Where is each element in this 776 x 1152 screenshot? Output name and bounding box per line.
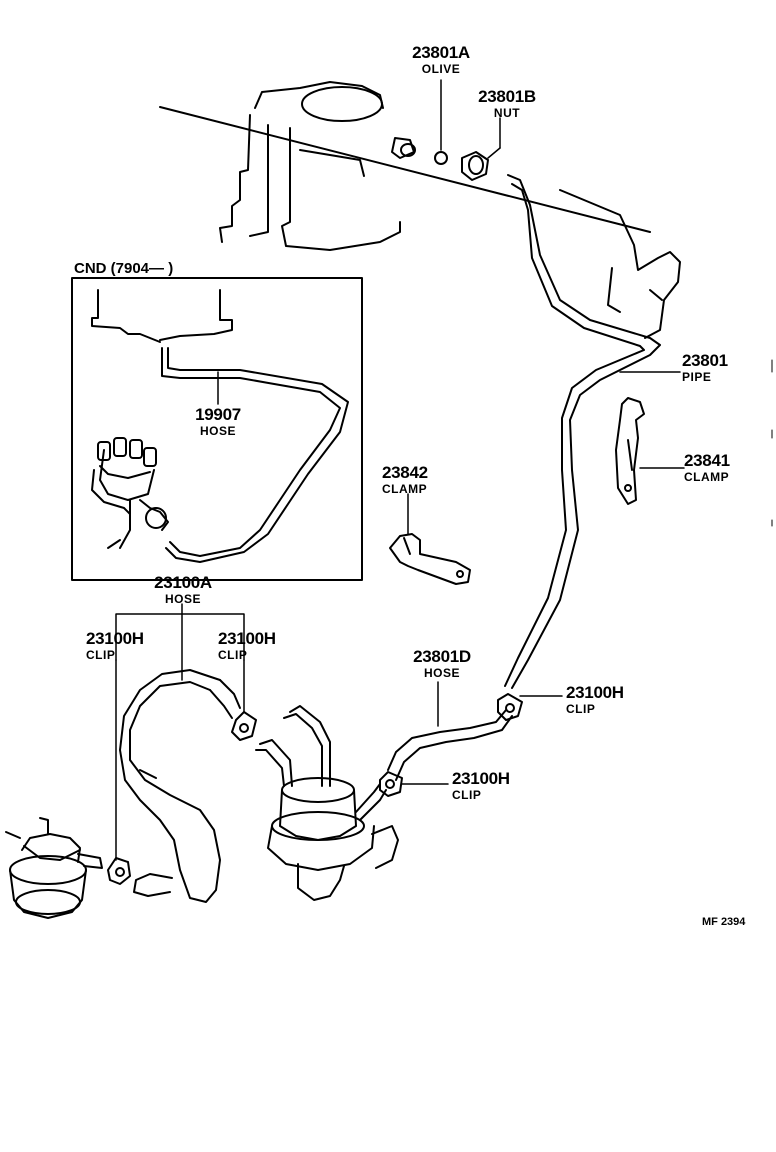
fuel-pipe-23801 bbox=[504, 174, 661, 689]
inset-caption: CND (7904— ) bbox=[74, 260, 174, 277]
clip-23100h-b bbox=[107, 857, 131, 885]
hose-23801d bbox=[387, 709, 513, 781]
diagram-code: MF 2394 bbox=[702, 916, 746, 928]
nut-23801b bbox=[461, 151, 489, 181]
distributor bbox=[91, 289, 233, 549]
olive-23801a bbox=[434, 151, 448, 165]
leader-23100a bbox=[115, 603, 245, 861]
leader-23801b-b bbox=[487, 147, 501, 159]
fuel-filter bbox=[5, 817, 103, 919]
clamp-23841 bbox=[615, 397, 645, 505]
hose-23100a bbox=[119, 669, 241, 903]
clip-23100h-d bbox=[379, 771, 403, 797]
clip-23100h-c bbox=[497, 693, 523, 721]
inset-box bbox=[71, 277, 363, 581]
fuel-pump bbox=[255, 705, 399, 901]
clip-23100h-a bbox=[231, 711, 257, 741]
hose-19907 bbox=[161, 347, 349, 563]
engine-block bbox=[159, 81, 681, 339]
clamp-23842 bbox=[389, 533, 471, 585]
